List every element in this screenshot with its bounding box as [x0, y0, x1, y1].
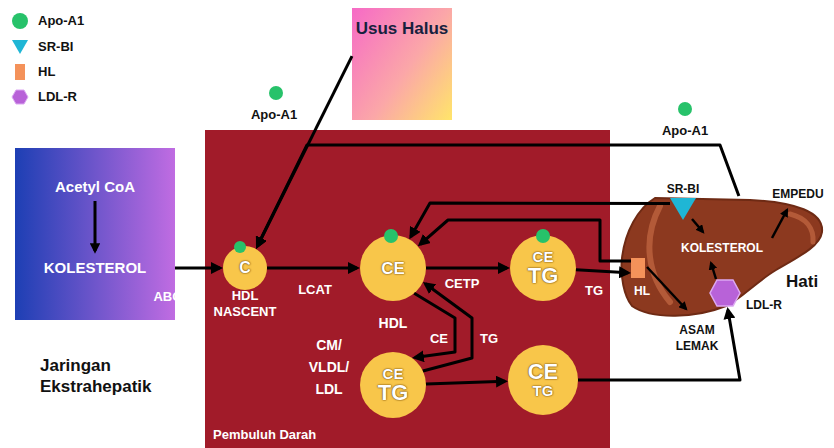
particle-label: HDL NASCENT — [210, 288, 280, 320]
flow-arrow — [420, 220, 631, 261]
lipid-label: C — [239, 260, 251, 276]
particle-fill — [508, 345, 578, 415]
edge-label: CE — [430, 331, 448, 346]
enzyme-label: HL — [634, 284, 650, 298]
lipoprotein-circle: CHDL NASCENT — [223, 246, 267, 290]
lipid-label: CE — [528, 361, 559, 383]
apo-a1-dot — [384, 229, 398, 243]
annotation-label: Apo-A1 — [251, 106, 297, 123]
legend-symbol — [11, 88, 29, 106]
uptake-arrow — [692, 219, 703, 232]
legend-label: Apo-A1 — [38, 13, 84, 29]
organ-label: Usus Halus — [352, 18, 452, 39]
symbol-fill — [670, 198, 696, 220]
receptor-triangle: SR-BI — [670, 198, 696, 220]
region-label: Pembuluh Darah — [213, 427, 316, 443]
lipoprotein-circle: CETG — [510, 235, 576, 301]
annotation-label: ASAM LEMAK — [667, 322, 727, 354]
particle-fill — [360, 352, 426, 418]
legend-label: LDL-R — [38, 89, 77, 105]
apo-a1-dot — [536, 229, 550, 243]
legend-symbol — [11, 38, 29, 56]
annotation-label: Apo-A1 — [662, 122, 708, 139]
annotation-label: KOLESTEROL — [681, 240, 763, 256]
legend-symbol — [11, 12, 29, 30]
edge-label: TG — [585, 283, 603, 298]
liver-vein — [790, 214, 813, 242]
annotation-label: EMPEDU — [772, 186, 823, 202]
lipid-label: TG — [378, 382, 409, 404]
legend-item: Apo-A1 — [0, 12, 120, 30]
symbol-fill — [710, 280, 740, 306]
flow-arrow — [426, 267, 507, 270]
synthesis-arrow — [94, 201, 97, 251]
particle-fill — [360, 235, 426, 301]
legend-item: SR-BI — [0, 38, 120, 56]
bile-arrow — [772, 210, 787, 238]
legend-item: LDL-R — [0, 88, 120, 106]
edge-label: CETP — [445, 276, 480, 291]
apo-a1-dot — [678, 102, 692, 116]
lipoprotein-circle: CETGCM/ VLDL/ LDL — [360, 352, 426, 418]
lipoprotein-circle: CEHDL — [360, 235, 426, 301]
flow-arrow — [578, 310, 740, 380]
organ-fill — [621, 198, 822, 316]
edge-label: TG — [480, 331, 498, 346]
lipoprotein-circle: CETG — [508, 345, 578, 415]
edge-label: ABCA-1 — [153, 289, 202, 304]
lipid-label: CE — [533, 249, 554, 265]
receptor-label: SR-BI — [658, 182, 708, 196]
flow-arrow — [175, 267, 220, 270]
legend-item: HL — [0, 63, 120, 81]
flow-arrow — [257, 145, 739, 246]
particle-fill — [510, 235, 576, 301]
flow-arrow — [267, 267, 357, 270]
uptake-arrow — [711, 263, 716, 279]
blood-vessel-region: Pembuluh DarahCHDL NASCENTCEHDLCETGCETGC… — [205, 130, 610, 448]
legend-label: SR-BI — [38, 39, 73, 55]
flow-arrow — [414, 293, 455, 357]
legend-symbol — [11, 63, 29, 81]
particle-fill — [223, 246, 267, 290]
lipid-label: TG — [528, 265, 559, 287]
apo-a1-dot — [269, 86, 283, 100]
flow-arrow — [426, 381, 505, 384]
organ-box: Usus Halus — [352, 8, 452, 120]
substance-label: Acetyl CoA — [15, 178, 175, 196]
lipid-label: TG — [533, 383, 554, 399]
enzyme-square: HL — [631, 258, 645, 278]
flow-arrow — [423, 284, 472, 371]
particle-label: HDL — [363, 315, 423, 331]
organ-heading: Hati — [786, 272, 818, 292]
lipid-label: CE — [381, 260, 405, 277]
receptor-hexagon-outline — [709, 279, 741, 307]
receptor-label: LDL-R — [746, 298, 782, 312]
fatty-acid-arrow — [647, 267, 686, 309]
apo-a1-dot — [234, 241, 246, 253]
receptor-hexagon: LDL-R — [709, 279, 741, 307]
edge-label: LCAT — [298, 282, 332, 297]
receptor-triangle-outline — [670, 198, 696, 220]
lipid-label: CE — [383, 366, 404, 382]
flow-arrow — [576, 270, 628, 273]
particle-label: CM/ VLDL/ LDL — [306, 334, 352, 400]
tissue-heading: Jaringan Ekstrahepatik — [40, 355, 190, 397]
legend-label: HL — [38, 64, 55, 80]
substance-label: KOLESTEROL — [15, 259, 175, 277]
